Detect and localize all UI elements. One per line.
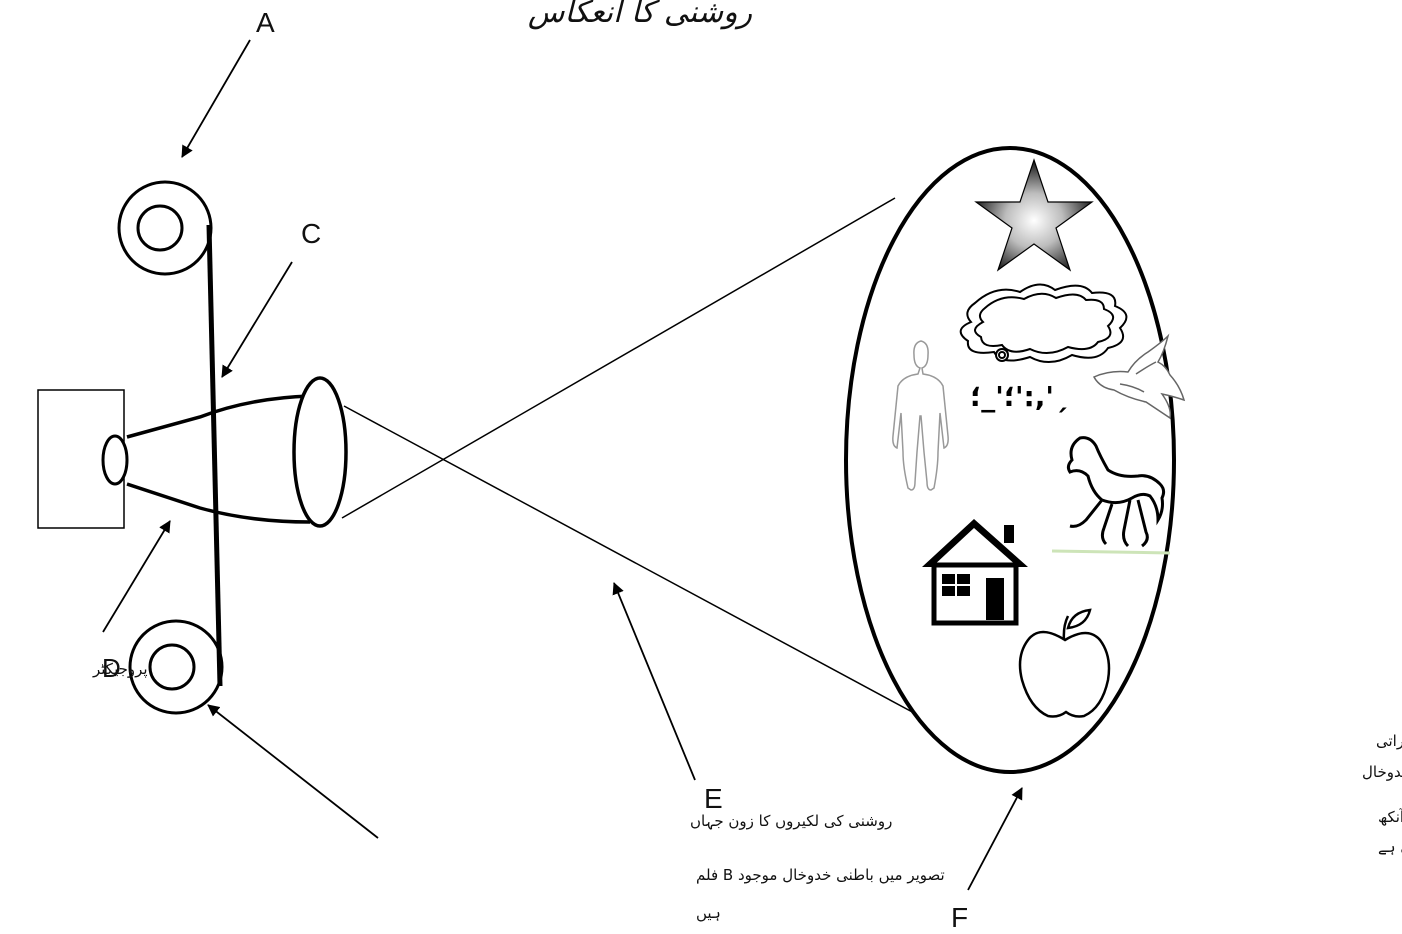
arrow-b (208, 705, 378, 838)
caption-film-line1: تصویر میں باطنی خدوخال موجود B فلم (696, 866, 945, 884)
caption-film-line2: ہیں (696, 904, 721, 922)
film-strip (209, 225, 220, 686)
top-film-reel (119, 182, 211, 274)
caption-screen-line1: اسکرین پر مظاہراتی (1376, 732, 1402, 751)
caption-image-line1: تصویر جو مادی آنکھ (1378, 808, 1402, 826)
caption-image-line2: سے دکھائی دیتی ہے (1378, 838, 1402, 856)
projector-cone (127, 396, 310, 522)
label-c: C (301, 218, 321, 249)
caption-screen-line2: خدوخال (1362, 763, 1402, 781)
arrow-f (968, 788, 1022, 890)
label-a: A (256, 7, 275, 38)
horse-caption-strip (1052, 551, 1170, 553)
arrow-c (222, 262, 292, 377)
arrow-d (103, 521, 170, 632)
label-e: E (704, 783, 723, 814)
label-f: F (951, 902, 968, 933)
caption-light-zone: روشنی کی لکیروں کا زون جہاں (690, 812, 892, 830)
light-rays (342, 198, 916, 714)
screen-scribble: ؛'_؛':,'ˏ (970, 380, 1068, 413)
caption-projector: پروجیکٹر (92, 660, 148, 679)
lamp-ellipse (103, 436, 127, 484)
lens-ellipse (294, 378, 346, 526)
diagram-title: روشنی کا انعکاس (528, 0, 753, 30)
arrow-e (614, 583, 695, 780)
arrow-a (182, 40, 250, 157)
thought-cloud-icon (961, 284, 1127, 362)
